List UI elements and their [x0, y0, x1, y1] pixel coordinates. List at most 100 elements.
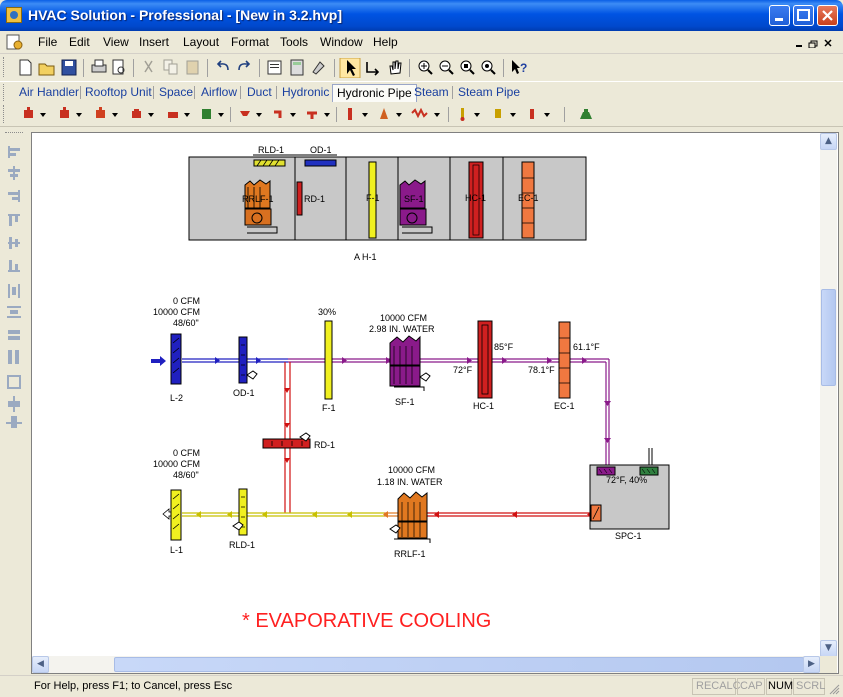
- damper-rd1[interactable]: [262, 432, 311, 449]
- tab-hydronic-pipe[interactable]: Hydronic Pipe: [332, 84, 417, 103]
- damper-od1[interactable]: [238, 336, 258, 384]
- ahu-od-damper[interactable]: [304, 159, 337, 167]
- damper-rld1[interactable]: [232, 488, 248, 536]
- space-across-icon[interactable]: [8, 284, 20, 298]
- supply-fan-sf1[interactable]: [389, 335, 431, 391]
- tab-duct[interactable]: Duct: [247, 85, 272, 99]
- cut-icon[interactable]: [144, 60, 153, 73]
- ahu-overview[interactable]: RLD-1 OD-1 RRLF-1 RD-1 F-1: [188, 145, 587, 262]
- tab-airflow[interactable]: Airflow: [201, 85, 238, 99]
- toolbar-grip[interactable]: [3, 57, 7, 77]
- same-size-icon[interactable]: [7, 375, 21, 389]
- zoom-fit-icon[interactable]: [460, 60, 475, 75]
- context-help-icon[interactable]: ?: [512, 60, 527, 75]
- open-icon[interactable]: [38, 63, 55, 76]
- menu-format[interactable]: Format: [231, 35, 270, 49]
- return-fan-rrlf1[interactable]: [389, 491, 431, 543]
- calculator-icon[interactable]: [290, 59, 304, 76]
- align-middle-icon[interactable]: [8, 237, 20, 249]
- drain-tool[interactable]: [580, 109, 592, 119]
- tab-space[interactable]: Space: [159, 85, 194, 99]
- louver-l2[interactable]: [151, 333, 182, 385]
- align-left-icon[interactable]: [8, 146, 20, 158]
- title-bar[interactable]: HVAC Solution - Professional - [New in 3…: [0, 0, 843, 31]
- print-icon[interactable]: [91, 59, 107, 73]
- connector-icon[interactable]: [366, 62, 380, 76]
- air-vent-tool[interactable]: [530, 109, 550, 119]
- zoom-in-icon[interactable]: [418, 60, 433, 75]
- ahu-supply-fan[interactable]: [399, 179, 433, 234]
- zoom-out-icon[interactable]: [439, 60, 454, 75]
- drawing-canvas[interactable]: RLD-1 OD-1 RRLF-1 RD-1 F-1: [31, 132, 839, 674]
- align-top-icon[interactable]: [8, 214, 20, 226]
- reducer-tool[interactable]: [240, 111, 262, 117]
- pipe-riser-tool[interactable]: [348, 108, 368, 120]
- tab-rooftop-unit[interactable]: Rooftop Unit: [85, 85, 152, 99]
- supply-path[interactable]: 0 CFM 10000 CFM 48/60" L-2 OD-1 30% F-1: [151, 296, 611, 465]
- mdi-minimize-icon[interactable]: [796, 45, 802, 47]
- scroll-down-button[interactable]: ▼: [820, 640, 837, 657]
- return-path[interactable]: 0 CFM 10000 CFM 48/60" L-1 RLD-1: [153, 448, 592, 559]
- new-icon[interactable]: [19, 59, 32, 76]
- flow-meter-tool[interactable]: [380, 108, 402, 119]
- same-height-icon[interactable]: [8, 350, 19, 364]
- ahu-heating-coil[interactable]: [468, 161, 484, 239]
- ahu-rrlf-fan[interactable]: [244, 179, 278, 234]
- minimize-button[interactable]: [769, 5, 790, 26]
- menu-edit[interactable]: Edit: [69, 35, 90, 49]
- globe-valve-tool[interactable]: [60, 107, 82, 118]
- same-width-icon[interactable]: [8, 330, 20, 340]
- scroll-right-button[interactable]: ▶: [803, 656, 820, 673]
- zoom-window-icon[interactable]: [481, 60, 496, 75]
- space-down-icon[interactable]: [7, 306, 21, 318]
- scroll-up-button[interactable]: ▲: [820, 133, 837, 150]
- app-icon[interactable]: [6, 7, 22, 23]
- ahu-evaporative-cooler[interactable]: [521, 161, 535, 239]
- pointer-icon[interactable]: [347, 60, 356, 76]
- save-icon[interactable]: [61, 59, 77, 76]
- align-bottom-icon[interactable]: [8, 260, 20, 272]
- space-spc1[interactable]: [589, 448, 670, 530]
- menu-help[interactable]: Help: [373, 35, 398, 49]
- menu-layout[interactable]: Layout: [183, 35, 220, 49]
- document-icon[interactable]: [6, 34, 24, 51]
- align-center-icon[interactable]: [8, 166, 20, 180]
- evaporative-cooler-ec1[interactable]: [558, 321, 571, 399]
- horizontal-scrollbar[interactable]: ◀ ▶: [32, 656, 820, 673]
- ahu-filter[interactable]: [368, 161, 377, 239]
- menu-file[interactable]: File: [38, 35, 58, 49]
- ahu-rd-damper[interactable]: [296, 181, 303, 216]
- redo-icon[interactable]: [238, 60, 251, 71]
- tee-tool[interactable]: [307, 111, 330, 119]
- horizontal-scroll-thumb[interactable]: [114, 657, 804, 672]
- expansion-joint-tool[interactable]: [411, 107, 440, 119]
- mdi-close-icon[interactable]: [824, 39, 832, 47]
- tab-steam[interactable]: Steam: [414, 85, 449, 99]
- tab-air-handler[interactable]: Air Handler: [19, 85, 80, 99]
- vertical-scrollbar[interactable]: ▲ ▼: [820, 133, 837, 657]
- vertical-scroll-thumb[interactable]: [821, 289, 836, 386]
- menu-insert[interactable]: Insert: [139, 35, 170, 49]
- elbow-tool[interactable]: [274, 110, 296, 118]
- menu-window[interactable]: Window: [320, 35, 363, 49]
- format-painter-icon[interactable]: [312, 61, 325, 75]
- strainer-tool[interactable]: [132, 109, 154, 118]
- filter-f1[interactable]: [324, 320, 333, 400]
- close-button[interactable]: [817, 5, 838, 26]
- properties-icon[interactable]: [267, 60, 282, 75]
- scroll-left-button[interactable]: ◀: [32, 656, 49, 673]
- menu-tools[interactable]: Tools: [280, 35, 309, 49]
- tab-hydronic[interactable]: Hydronic: [282, 85, 330, 99]
- gate-valve-tool[interactable]: [24, 107, 46, 118]
- paste-icon[interactable]: [186, 60, 199, 75]
- pan-hand-icon[interactable]: [389, 60, 402, 75]
- maximize-button[interactable]: [793, 5, 814, 26]
- align-right-icon[interactable]: [8, 190, 20, 202]
- resize-grip-icon[interactable]: [828, 683, 840, 695]
- pump-tool[interactable]: [168, 112, 190, 118]
- copy-icon[interactable]: [163, 59, 178, 75]
- hvac-diagram[interactable]: RLD-1 OD-1 RRLF-1 RD-1 F-1: [32, 133, 820, 656]
- louver-l1[interactable]: [162, 489, 182, 541]
- heating-coil-hc1[interactable]: [477, 320, 493, 399]
- relief-path[interactable]: RD-1: [262, 362, 335, 513]
